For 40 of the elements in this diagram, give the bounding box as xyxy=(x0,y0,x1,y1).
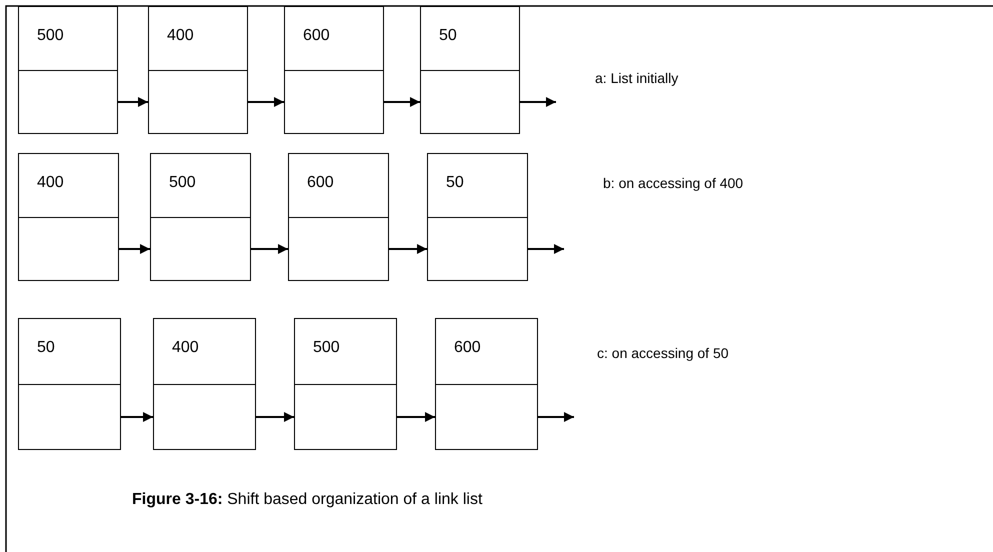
arrow xyxy=(528,244,564,254)
list-node xyxy=(294,318,397,450)
arrow xyxy=(119,244,150,254)
arrow xyxy=(118,97,148,107)
node-value: 600 xyxy=(307,174,334,192)
node-value: 600 xyxy=(454,339,481,357)
node-value: 400 xyxy=(37,174,64,192)
list-node xyxy=(150,153,251,281)
arrow xyxy=(251,244,288,254)
arrow xyxy=(538,412,574,422)
list-node xyxy=(435,318,538,450)
arrow xyxy=(121,412,153,422)
node-value: 50 xyxy=(439,27,457,45)
node-value: 400 xyxy=(167,27,194,45)
list-node xyxy=(18,318,121,450)
list-node xyxy=(148,6,248,134)
node-value: 600 xyxy=(303,27,330,45)
list-node xyxy=(284,6,384,134)
row-caption: b: on accessing of 400 xyxy=(603,175,744,191)
list-node xyxy=(153,318,256,450)
arrow xyxy=(389,244,427,254)
node-value: 500 xyxy=(313,339,340,357)
list-node xyxy=(420,6,520,134)
node-value: 500 xyxy=(37,27,64,45)
arrow xyxy=(520,97,556,107)
arrow xyxy=(248,97,284,107)
node-value: 50 xyxy=(37,339,55,357)
arrow xyxy=(397,412,435,422)
list-node xyxy=(288,153,389,281)
arrow xyxy=(256,412,294,422)
node-value: 500 xyxy=(169,174,196,192)
figure-caption: Figure 3-16: Shift based organization of a link list xyxy=(132,491,482,509)
node-value: 50 xyxy=(446,174,464,192)
list-node xyxy=(18,6,118,134)
list-node xyxy=(18,153,119,281)
row-caption: a: List initially xyxy=(595,70,678,86)
node-value: 400 xyxy=(172,339,199,357)
list-node xyxy=(427,153,528,281)
row-caption: c: on accessing of 50 xyxy=(597,345,729,361)
arrow xyxy=(384,97,420,107)
